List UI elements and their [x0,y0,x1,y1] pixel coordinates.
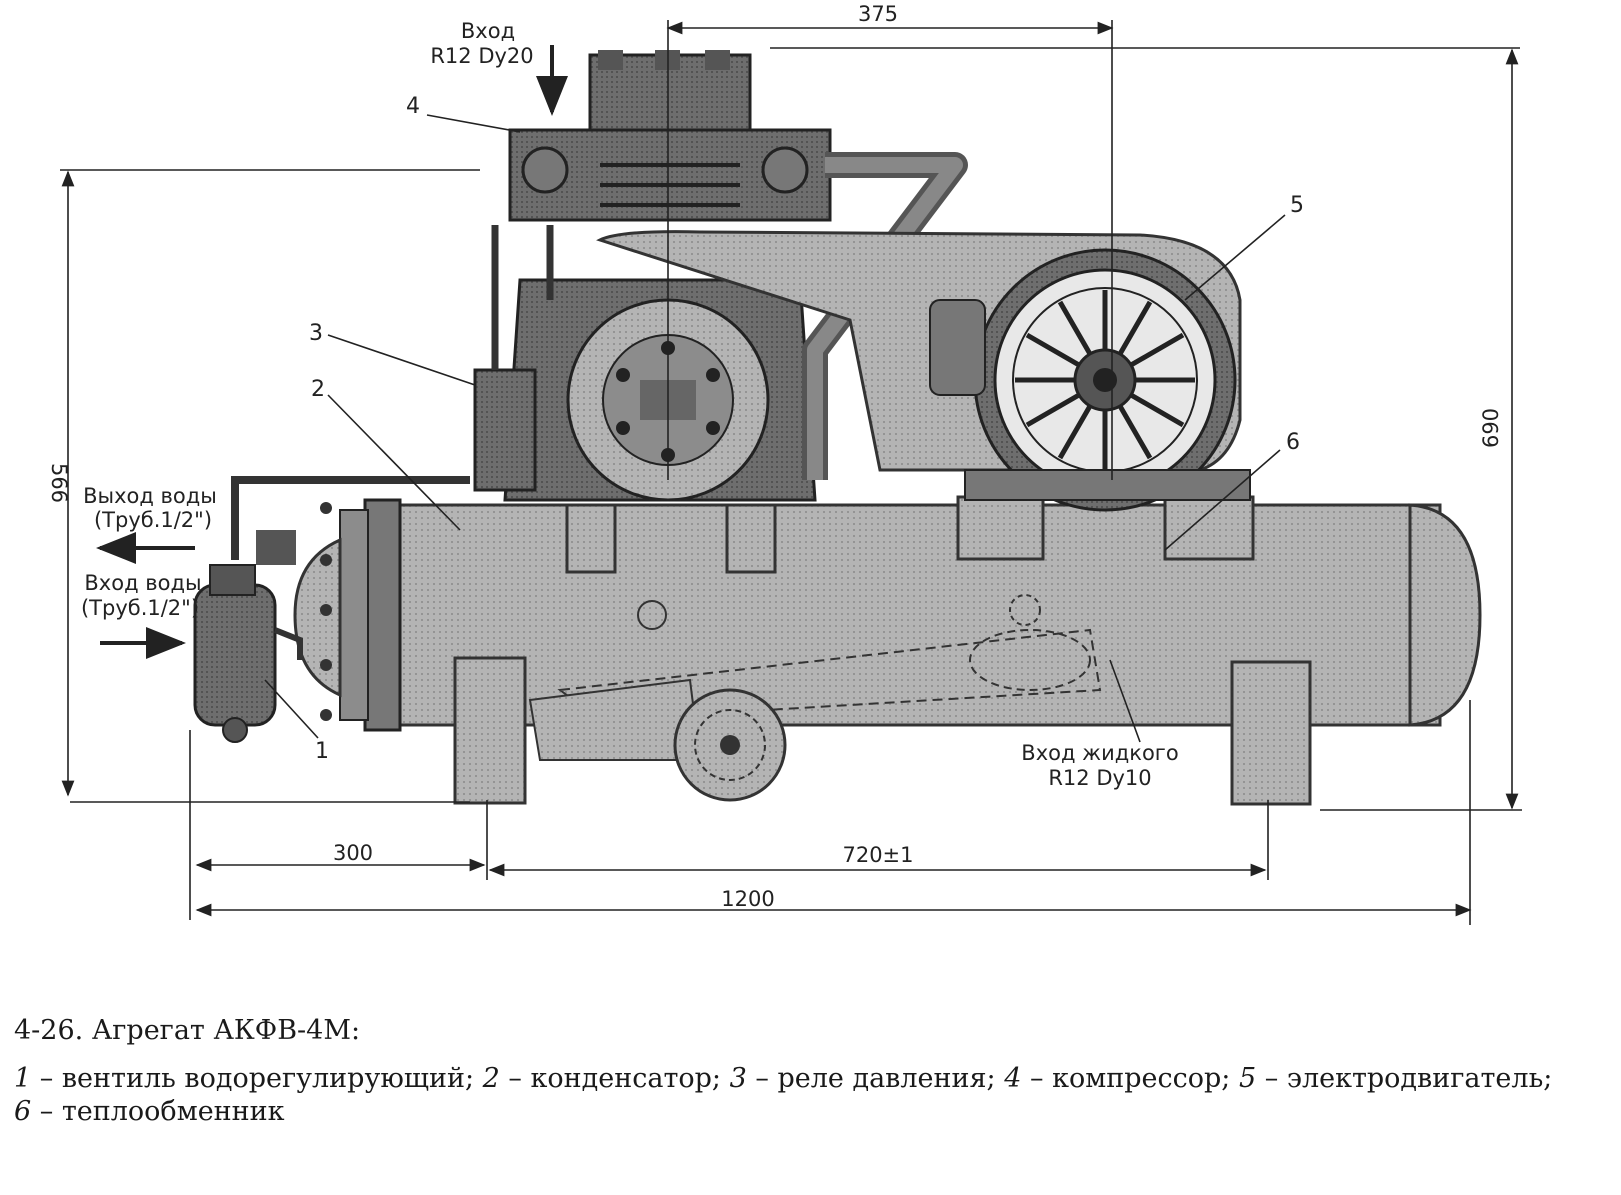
electric-motor [596,230,1251,512]
legend-num: 5 [1238,1063,1257,1094]
legend-num: 4 [1004,1063,1022,1094]
dim-height-right: 690 [1479,408,1503,448]
callout-4: 4 [406,94,420,119]
callout-2: 2 [311,377,325,402]
water-valve [193,476,470,743]
legend-text: теплообменник [61,1096,285,1127]
dim-height-left: 566 [47,463,71,503]
callout-5: 5 [1290,193,1304,218]
leader-lines [264,114,1286,743]
dimension-lines [60,20,1522,925]
legend-text: конденсатор; [530,1063,722,1094]
legend-item: 2 – конденсатор; [482,1063,722,1094]
legend-item: 6 – теплообменник [14,1096,285,1127]
legend-item: 3 – реле давления; [729,1063,996,1094]
pressure-switch [473,225,554,492]
inlet-top-label-line2: R12 Dy20 [430,44,533,68]
figure-legend: 1 – вентиль водорегулирующий; 2 – конден… [14,1062,1574,1128]
liquid-in-label-line1: Вход жидкого [1021,741,1178,765]
legend-text: реле давления; [777,1063,996,1094]
callout-1: 1 [315,739,329,764]
water-out-label-line2: (Труб.1/2") [94,508,212,532]
flow-arrows [96,45,568,659]
legend-num: 3 [729,1063,747,1094]
callout-6: 6 [1286,430,1300,455]
legend-text: электродвигатель; [1286,1063,1553,1094]
legend-num: 2 [482,1063,500,1094]
callout-3: 3 [309,321,323,346]
legend-num: 6 [14,1096,32,1127]
dim-overall: 1200 [721,887,774,911]
legend-text: вентиль водорегулирующий; [61,1063,475,1094]
figure-caption-title: 4-26. Агрегат АКФВ-4М: [14,1015,361,1046]
tank-feet [453,495,1312,806]
legend-item: 5 – электродвигатель; [1238,1063,1553,1094]
compressor [503,50,832,502]
water-out-label-line1: Выход воды [83,484,217,508]
dim-bottom-left: 300 [333,841,373,865]
water-in-label-line2: (Труб.1/2") [81,596,199,620]
lower-pump [528,678,787,802]
water-in-label-line1: Вход воды [84,571,201,595]
unit-drawing: Вход R12 Dy20 Выход воды (Труб.1/2") Вхо… [47,2,1522,925]
legend-num: 1 [14,1063,32,1094]
legend-item: 4 – компрессор; [1004,1063,1231,1094]
dim-bottom-mid: 720±1 [842,843,913,867]
legend-item: 1 – вентиль водорегулирующий; [14,1063,475,1094]
inlet-top-label-line1: Вход [461,19,515,43]
dim-top-width: 375 [858,2,898,26]
legend-text: компрессор; [1052,1063,1231,1094]
liquid-in-label-line2: R12 Dy10 [1048,766,1151,790]
